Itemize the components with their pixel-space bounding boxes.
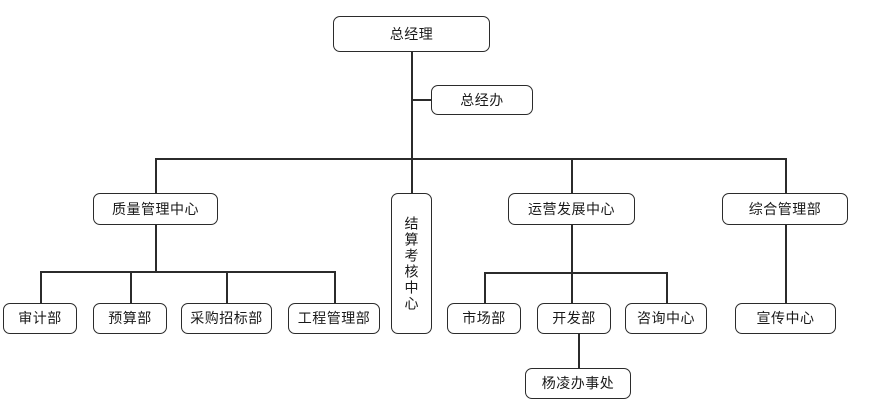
connector-main-bus xyxy=(155,158,786,160)
connector-drop-comprehensive xyxy=(785,158,787,193)
connector-comprehensive-to-publicity xyxy=(785,224,787,303)
connector-drop-development xyxy=(571,272,573,303)
node-comprehensive-management-dept[interactable]: 综合管理部 xyxy=(722,193,848,225)
node-engineering-management-dept[interactable]: 工程管理部 xyxy=(288,303,380,334)
connector-gm-to-gm-office xyxy=(411,99,431,101)
connector-drop-operations xyxy=(571,158,573,193)
connector-drop-audit xyxy=(40,271,42,303)
node-audit-dept[interactable]: 审计部 xyxy=(3,303,77,334)
connector-gm-trunk xyxy=(411,51,413,158)
connector-drop-budget xyxy=(130,271,132,303)
connector-drop-marketing xyxy=(484,272,486,303)
node-publicity-center[interactable]: 宣传中心 xyxy=(735,303,836,334)
node-quality-management-center[interactable]: 质量管理中心 xyxy=(93,193,218,225)
connector-drop-quality xyxy=(155,158,157,193)
connector-drop-engineering xyxy=(334,271,336,303)
connector-drop-consulting xyxy=(666,272,668,303)
connector-quality-trunk xyxy=(155,224,157,271)
node-settlement-assessment-center[interactable]: 结算考核中心 xyxy=(391,193,432,334)
connector-operations-trunk xyxy=(571,224,573,272)
node-development-dept[interactable]: 开发部 xyxy=(537,303,611,334)
connector-drop-settlement xyxy=(411,158,413,193)
connector-development-to-yangling xyxy=(578,333,580,368)
node-budget-dept[interactable]: 预算部 xyxy=(93,303,167,334)
node-consulting-center[interactable]: 咨询中心 xyxy=(625,303,707,334)
connector-operations-bus xyxy=(484,272,666,274)
node-marketing-dept[interactable]: 市场部 xyxy=(447,303,521,334)
connector-quality-bus xyxy=(40,271,334,273)
connector-drop-procurement xyxy=(226,271,228,303)
node-general-manager[interactable]: 总经理 xyxy=(333,16,490,52)
node-procurement-bidding-dept[interactable]: 采购招标部 xyxy=(181,303,272,334)
node-yangling-office[interactable]: 杨凌办事处 xyxy=(525,368,631,399)
node-general-manager-office[interactable]: 总经办 xyxy=(431,85,533,115)
node-operations-development-center[interactable]: 运营发展中心 xyxy=(508,193,635,225)
